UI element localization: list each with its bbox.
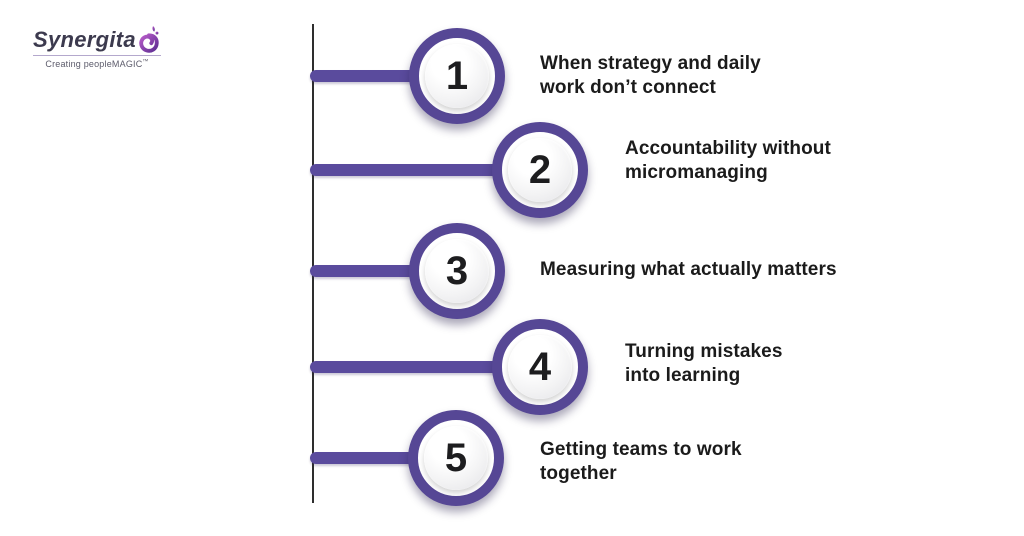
brand-logo: Synergita Creating peopleMAGIC™ <box>33 24 161 69</box>
step-number: 3 <box>445 249 469 293</box>
brand-tagline-mark: ™ <box>142 59 149 65</box>
connector-bar-4 <box>310 361 544 373</box>
step-number: 5 <box>444 436 468 480</box>
step-circle-inner: 4 <box>508 335 572 399</box>
step-label-4: Turning mistakes into learning <box>625 341 783 386</box>
step-number: 2 <box>528 148 552 192</box>
brand-name: Synergita <box>33 26 136 52</box>
step-circle-5: 5 <box>408 410 504 506</box>
step-circle-3: 3 <box>409 223 505 319</box>
step-label-3: Measuring what actually matters <box>540 259 837 280</box>
step-circle-inner: 1 <box>425 44 489 108</box>
step-circle-inner: 2 <box>508 138 572 202</box>
step-circle-2: 2 <box>492 122 588 218</box>
step-number: 4 <box>528 345 552 389</box>
brand-tagline: Creating peopleMAGIC™ <box>33 59 161 69</box>
step-circle-inner: 5 <box>424 426 488 490</box>
step-circle-4: 4 <box>492 319 588 415</box>
step-label-2: Accountability without micromanaging <box>625 138 831 183</box>
step-circle-1: 1 <box>409 28 505 124</box>
logo-divider <box>33 55 161 56</box>
brand-tagline-text: Creating peopleMAGIC <box>45 59 143 69</box>
step-label-5: Getting teams to work together <box>540 439 742 484</box>
brand-logo-row: Synergita <box>33 24 161 53</box>
synergita-swirl-icon <box>139 26 159 53</box>
step-label-1: When strategy and daily work don’t conne… <box>540 53 761 98</box>
connector-bar-2 <box>310 164 544 176</box>
timeline-spine <box>312 24 314 503</box>
step-number: 1 <box>445 54 469 98</box>
step-circle-inner: 3 <box>425 239 489 303</box>
